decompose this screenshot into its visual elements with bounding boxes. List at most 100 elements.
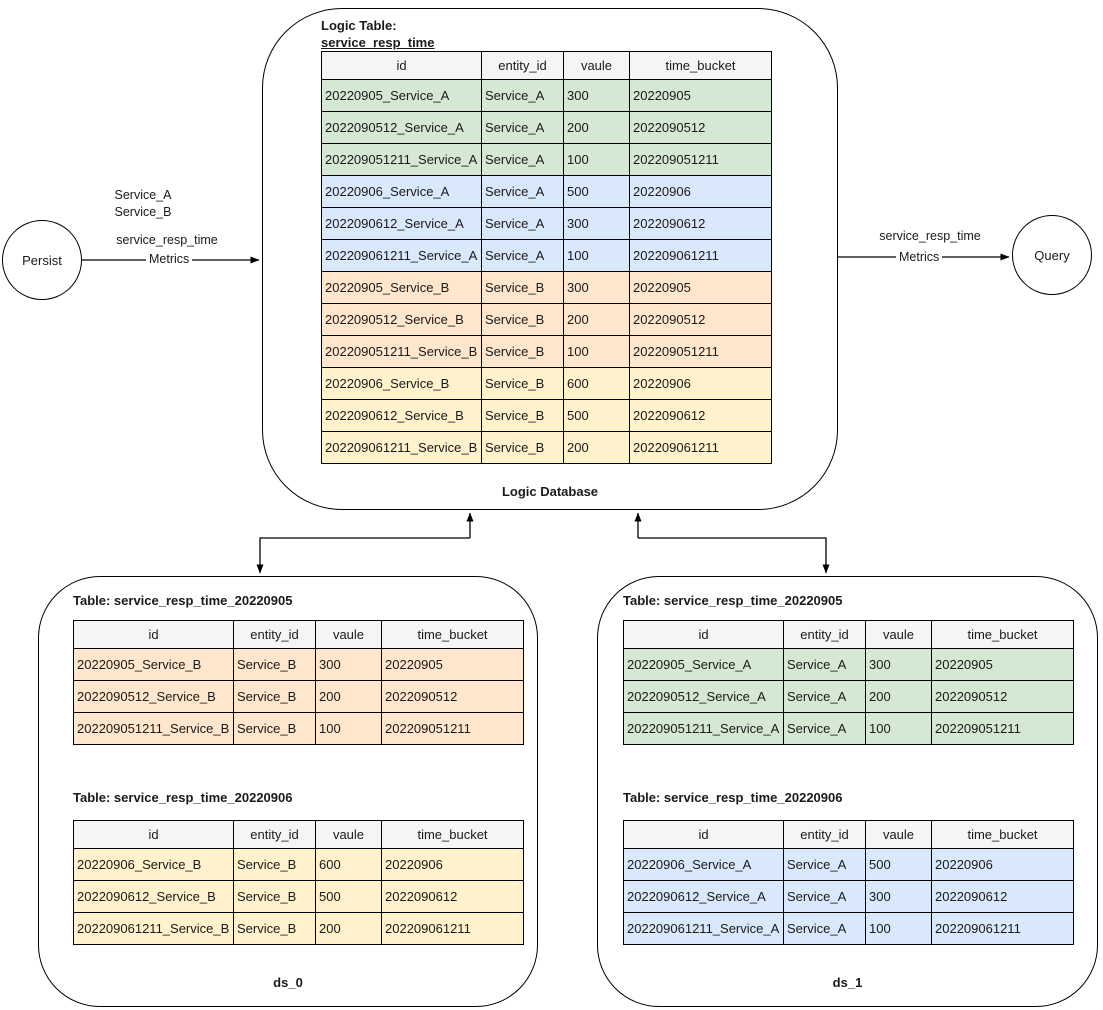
table-cell: 600: [315, 848, 382, 881]
column-header: vaule: [865, 820, 932, 849]
column-header: entity_id: [783, 620, 866, 649]
query-node-label: Query: [1034, 247, 1070, 263]
table-cell: Service_A: [481, 143, 564, 176]
table-cell: Service_A: [783, 680, 866, 713]
table-cell: 500: [563, 399, 630, 432]
column-header: vaule: [315, 620, 382, 649]
table-cell: 100: [865, 912, 932, 945]
table-cell: 2022090512: [629, 303, 772, 336]
table-cell: 202209061211: [629, 431, 772, 464]
column-header: id: [623, 620, 784, 649]
table-cell: Service_B: [233, 712, 316, 745]
ds1-caption: ds_1: [832, 975, 863, 990]
table-cell: 2022090612: [931, 880, 1074, 913]
table-cell: 300: [865, 880, 932, 913]
table-cell: Service_A: [783, 912, 866, 945]
table-cell: 20220905: [381, 648, 524, 681]
table-cell: 2022090512_Service_B: [73, 680, 234, 713]
table-cell: 20220905: [629, 271, 772, 304]
table-cell: 2022090612_Service_B: [73, 880, 234, 913]
table-cell: 202209051211_Service_A: [321, 143, 482, 176]
table-cell: 20220906_Service_A: [321, 175, 482, 208]
table-cell: 202209061211_Service_A: [321, 239, 482, 272]
table-cell: 600: [563, 367, 630, 400]
ds0-caption: ds_0: [273, 975, 303, 990]
column-header: entity_id: [481, 51, 564, 80]
table-cell: 2022090612: [381, 880, 524, 913]
table-cell: 100: [563, 239, 630, 272]
column-header: time_bucket: [629, 51, 772, 80]
table-cell: 100: [315, 712, 382, 745]
table-cell: Service_B: [481, 303, 564, 336]
table-cell: 100: [563, 335, 630, 368]
table-cell: Service_A: [783, 880, 866, 913]
column-header: id: [321, 51, 482, 80]
table-cell: 300: [563, 271, 630, 304]
column-header: vaule: [315, 820, 382, 849]
table-cell: 20220905: [931, 648, 1074, 681]
table-cell: 500: [315, 880, 382, 913]
table-cell: Service_B: [233, 680, 316, 713]
table-cell: 202209051211: [629, 335, 772, 368]
persist-edge-service-b: Service_B: [114, 205, 172, 219]
persist-node[interactable]: Persist: [2, 220, 82, 300]
column-header: id: [73, 620, 234, 649]
table-cell: 202209051211_Service_B: [321, 335, 482, 368]
persist-edge-service-a: Service_A: [114, 188, 172, 202]
query-node[interactable]: Query: [1012, 215, 1092, 295]
table-cell: Service_B: [481, 399, 564, 432]
table-cell: Service_B: [233, 848, 316, 881]
table-cell: 300: [865, 648, 932, 681]
ds0-connector-down-arrow: [256, 537, 470, 574]
column-header: entity_id: [233, 620, 316, 649]
ds0-table2-title: Table: service_resp_time_20220906: [73, 790, 293, 805]
table-cell: Service_B: [481, 367, 564, 400]
table-cell: 20220906: [629, 367, 772, 400]
table-cell: 2022090512: [381, 680, 524, 713]
column-header: time_bucket: [381, 820, 524, 849]
table-cell: Service_A: [783, 648, 866, 681]
table-cell: 20220905_Service_B: [73, 648, 234, 681]
table-cell: 2022090612_Service_A: [623, 880, 784, 913]
column-header: vaule: [865, 620, 932, 649]
table-cell: 20220905_Service_B: [321, 271, 482, 304]
table-cell: 200: [563, 303, 630, 336]
table-cell: 200: [865, 680, 932, 713]
persist-edge-services-label: Service_A Service_B: [83, 187, 203, 221]
table-cell: 200: [563, 111, 630, 144]
table-cell: Service_B: [233, 912, 316, 945]
table-cell: 500: [563, 175, 630, 208]
table-cell: Service_A: [783, 848, 866, 881]
table-cell: 2022090612_Service_A: [321, 207, 482, 240]
table-cell: 202209061211: [629, 239, 772, 272]
table-cell: 202209051211_Service_B: [73, 712, 234, 745]
table-cell: 202209061211_Service_A: [623, 912, 784, 945]
persist-node-label: Persist: [22, 252, 62, 268]
ds1-table2-title: Table: service_resp_time_20220906: [623, 790, 843, 805]
